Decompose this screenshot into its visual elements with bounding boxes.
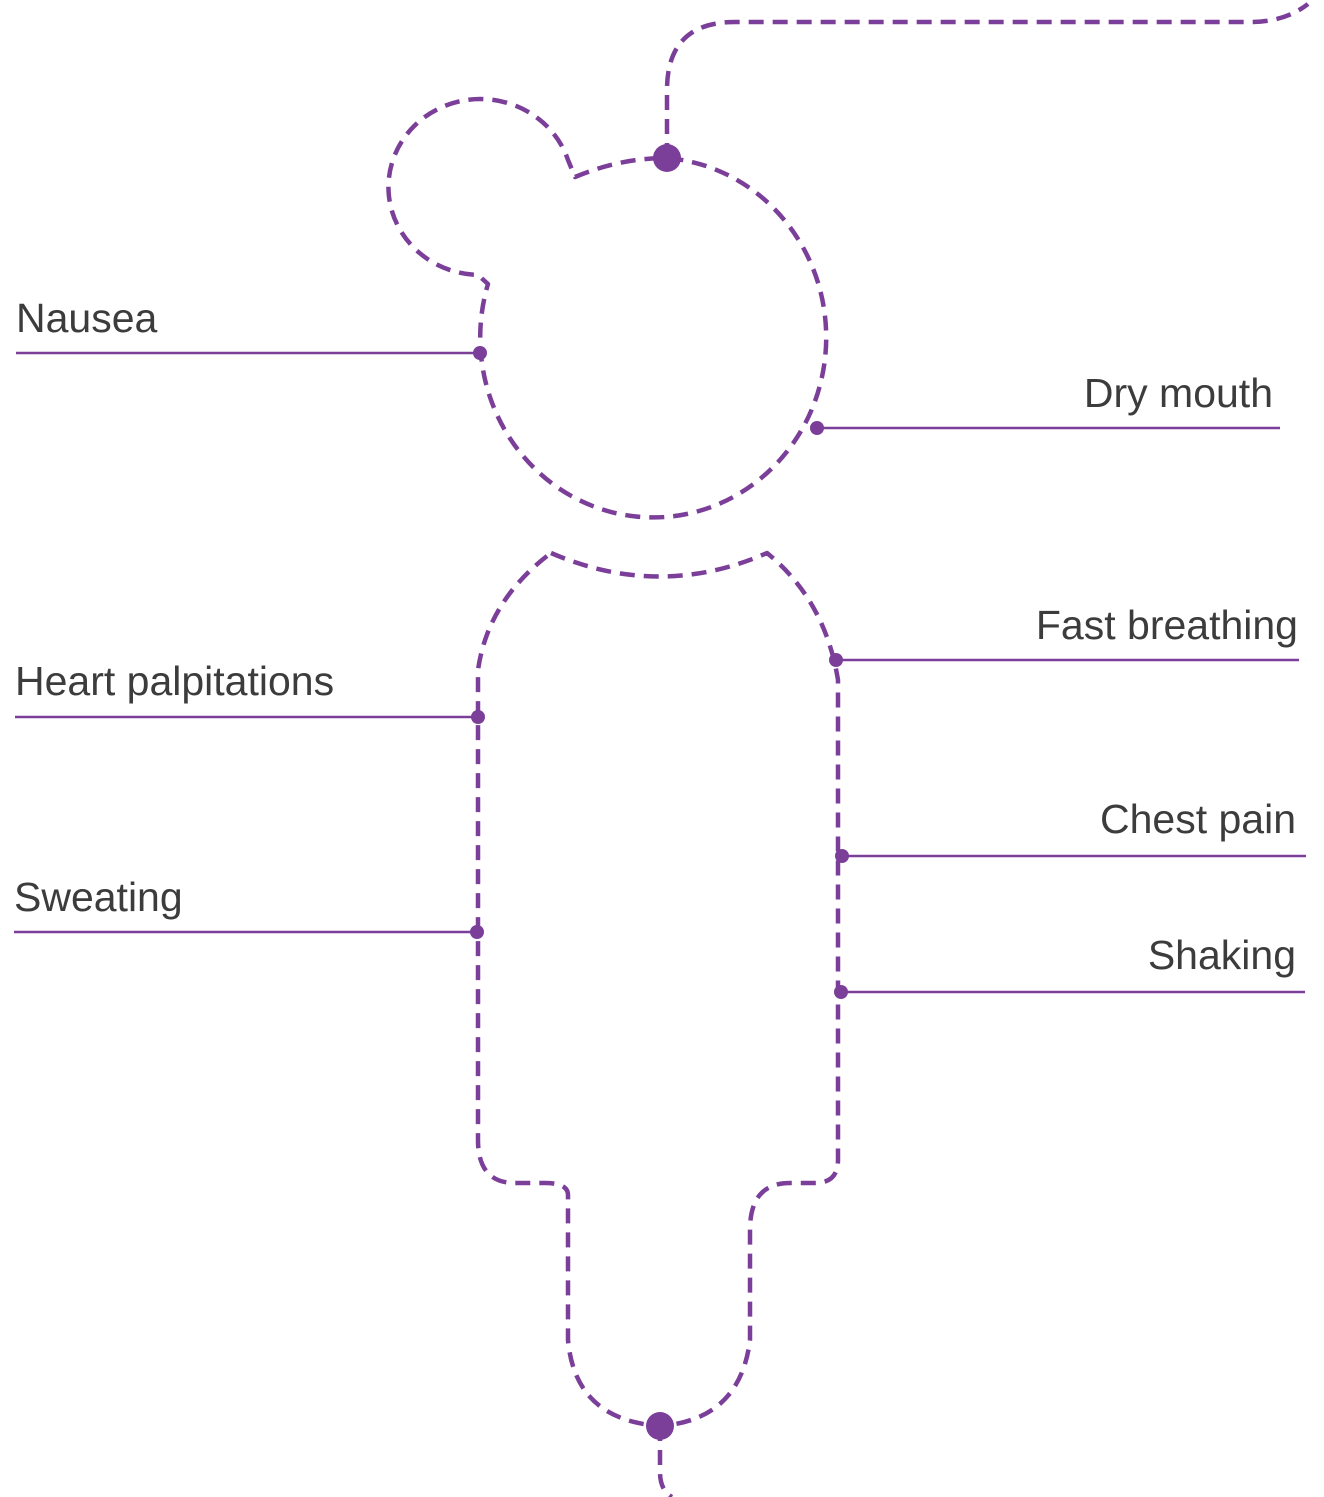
feet-junction-dot: [646, 1412, 674, 1440]
symptom-shaking: Shaking: [834, 932, 1305, 999]
symptom-dry-mouth: Dry mouth: [810, 370, 1280, 435]
chest-pain-pointer-dot: [835, 849, 849, 863]
body-outline: [478, 553, 838, 1426]
symptom-nausea: Nausea: [16, 295, 487, 360]
sweating-pointer-dot: [470, 925, 484, 939]
symptom-heart-palpitations: Heart palpitations: [15, 658, 485, 724]
dry-mouth-label: Dry mouth: [1084, 370, 1273, 416]
nausea-pointer-dot: [473, 346, 487, 360]
dry-mouth-pointer-dot: [810, 421, 824, 435]
heart-palpitations-label: Heart palpitations: [15, 658, 334, 704]
heart-palpitations-pointer-dot: [471, 710, 485, 724]
shaking-pointer-dot: [834, 985, 848, 999]
symptom-chest-pain: Chest pain: [835, 796, 1306, 863]
top-connector-path: [667, 4, 1308, 158]
symptom-fast-breathing: Fast breathing: [829, 602, 1299, 667]
symptom-sweating: Sweating: [14, 874, 484, 939]
head-junction-dot: [653, 144, 681, 172]
fast-breathing-label: Fast breathing: [1036, 602, 1298, 648]
shaking-label: Shaking: [1148, 932, 1296, 978]
head-outline: [388, 99, 826, 517]
chest-pain-label: Chest pain: [1100, 796, 1296, 842]
nausea-label: Nausea: [16, 295, 158, 341]
fast-breathing-pointer-dot: [829, 653, 843, 667]
sweating-label: Sweating: [14, 874, 183, 920]
